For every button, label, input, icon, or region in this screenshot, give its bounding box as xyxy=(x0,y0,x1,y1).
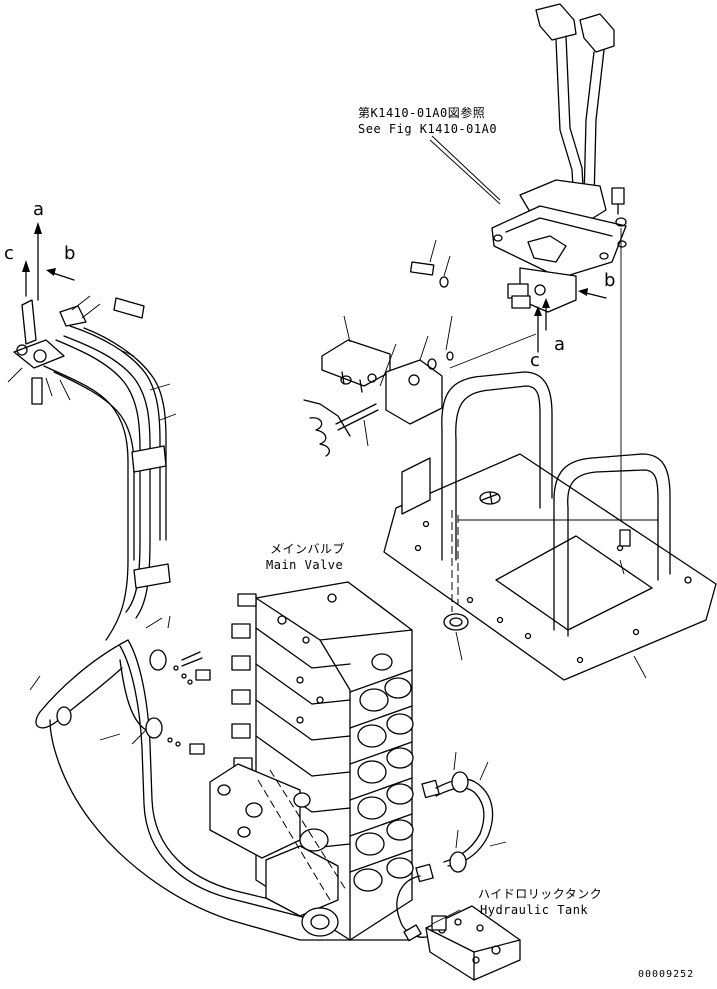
hydraulic-tank-fitting xyxy=(403,905,521,981)
floor-frame xyxy=(383,371,717,681)
control-lever-assembly xyxy=(431,3,627,580)
view-marker-left-a: a xyxy=(33,199,45,220)
view-marker-right-a: a xyxy=(554,334,566,355)
view-marker-left-c: c xyxy=(4,243,14,264)
linkage-parts xyxy=(303,239,537,457)
view-arrows-left xyxy=(22,222,75,301)
view-marker-right-c: c xyxy=(530,350,540,371)
main-valve-label-jp: メインバルブ xyxy=(270,542,346,556)
main-valve xyxy=(209,581,414,941)
view-marker-right-b: b xyxy=(604,270,616,291)
drawing-number: 00009252 xyxy=(638,969,695,980)
ref-leader-line xyxy=(429,139,501,205)
fig-ref-en: See Fig K1410-01A0 xyxy=(358,122,498,136)
valve-ports-left xyxy=(231,593,257,773)
tank-hoses xyxy=(396,751,507,938)
fig-ref-jp: 第K1410-01A0図参照 xyxy=(358,106,486,120)
view-arrows-right xyxy=(534,288,607,353)
hydraulic-tank-label-en: Hydraulic Tank xyxy=(480,903,589,917)
valve-ports-right xyxy=(353,653,414,892)
hose-bundle-left xyxy=(7,295,411,941)
view-marker-left-b: b xyxy=(64,243,76,264)
hydraulic-tank-label-jp: ハイドロリックタンク xyxy=(478,887,603,901)
main-valve-label-en: Main Valve xyxy=(266,558,344,572)
